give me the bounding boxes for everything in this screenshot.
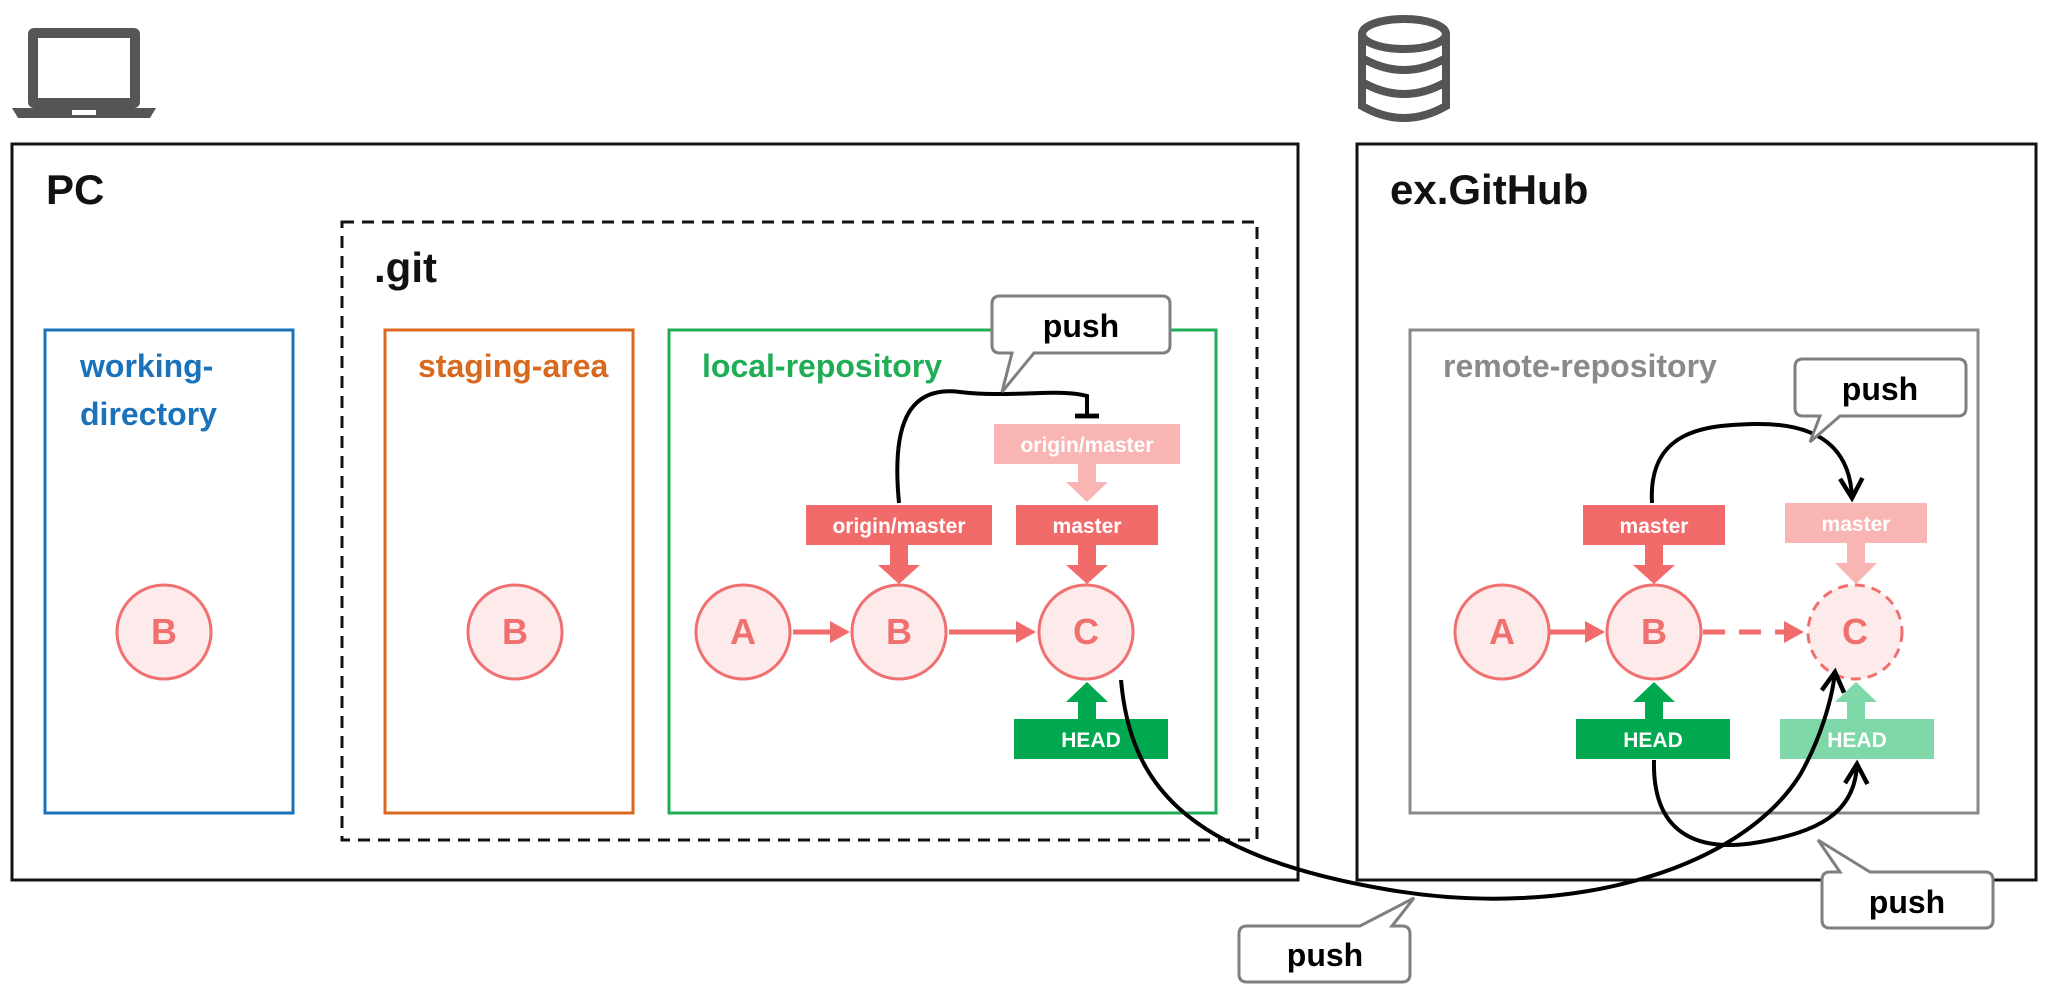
push-curve-remote-head bbox=[1651, 759, 1870, 847]
working-directory-box: working- directory B bbox=[43, 328, 295, 815]
pc-title: PC bbox=[46, 166, 104, 213]
github-box: ex.GitHub bbox=[1355, 142, 2038, 882]
push-curve-origin-master bbox=[895, 389, 1099, 504]
pc-box: PC bbox=[10, 142, 1300, 882]
push-curve-remote-master bbox=[1649, 421, 1865, 504]
svg-text:origin/master: origin/master bbox=[832, 515, 965, 538]
commit-label: B bbox=[151, 611, 177, 652]
commit-node bbox=[466, 583, 564, 681]
remote-repository-box: remote-repository A B C master master bbox=[1408, 328, 1980, 815]
git-title: .git bbox=[374, 244, 437, 291]
commit-arrow-pending bbox=[1703, 621, 1804, 643]
commit-label: C bbox=[1842, 611, 1868, 652]
local-repository-label: local-repository bbox=[702, 348, 942, 384]
ref-master: master bbox=[1016, 505, 1158, 584]
svg-text:push: push bbox=[1842, 371, 1918, 407]
commit-label: B bbox=[502, 611, 528, 652]
commit-label: B bbox=[1641, 611, 1667, 652]
callout-transfer-push: push bbox=[1237, 896, 1416, 984]
svg-text:master: master bbox=[1822, 513, 1891, 536]
ref-master: master bbox=[1583, 505, 1725, 584]
svg-text:push: push bbox=[1287, 937, 1363, 973]
commit-label: A bbox=[1489, 611, 1515, 652]
commit-label: C bbox=[1073, 611, 1099, 652]
svg-text:HEAD: HEAD bbox=[1623, 729, 1683, 752]
callout-local-push: push bbox=[990, 294, 1172, 393]
github-title: ex.GitHub bbox=[1390, 166, 1588, 213]
commit-node bbox=[115, 583, 213, 681]
working-directory-label-1: working- bbox=[79, 348, 213, 384]
commit-node bbox=[1037, 583, 1135, 681]
commit-label: A bbox=[730, 611, 756, 652]
commit-label: B bbox=[886, 611, 912, 652]
staging-area-label: staging-area bbox=[418, 348, 608, 384]
commit-node bbox=[694, 583, 792, 681]
commit-arrow bbox=[949, 621, 1036, 643]
working-directory-label-2: directory bbox=[80, 396, 217, 432]
staging-area-box: staging-area B bbox=[383, 328, 635, 815]
ref-master-new: master bbox=[1785, 503, 1927, 584]
commit-node bbox=[850, 583, 948, 681]
commit-node-pending bbox=[1806, 583, 1904, 681]
laptop-icon bbox=[12, 28, 156, 118]
ref-origin-master-new: origin/master bbox=[994, 424, 1180, 502]
ref-head: HEAD bbox=[1014, 682, 1168, 759]
database-icon bbox=[1358, 15, 1450, 122]
svg-text:HEAD: HEAD bbox=[1061, 729, 1121, 752]
svg-text:master: master bbox=[1620, 515, 1689, 538]
svg-text:push: push bbox=[1869, 884, 1945, 920]
push-curve-transfer bbox=[1119, 667, 1847, 901]
remote-repository-label: remote-repository bbox=[1443, 348, 1717, 384]
callout-remote-master-push: push bbox=[1793, 357, 1968, 444]
commit-node bbox=[1453, 583, 1551, 681]
git-box: .git bbox=[340, 220, 1259, 842]
ref-origin-master: origin/master bbox=[806, 505, 992, 584]
commit-arrow bbox=[793, 621, 850, 643]
svg-text:origin/master: origin/master bbox=[1020, 434, 1153, 457]
svg-text:push: push bbox=[1043, 308, 1119, 344]
commit-arrow bbox=[1550, 621, 1605, 643]
svg-text:HEAD: HEAD bbox=[1827, 729, 1887, 752]
commit-node bbox=[1605, 583, 1703, 681]
ref-head-new: HEAD bbox=[1780, 682, 1934, 759]
callout-remote-head-push: push bbox=[1816, 838, 1995, 930]
svg-text:master: master bbox=[1053, 515, 1122, 538]
ref-head: HEAD bbox=[1576, 682, 1730, 759]
local-repository-box: local-repository A B C origin/master ori… bbox=[667, 328, 1218, 815]
